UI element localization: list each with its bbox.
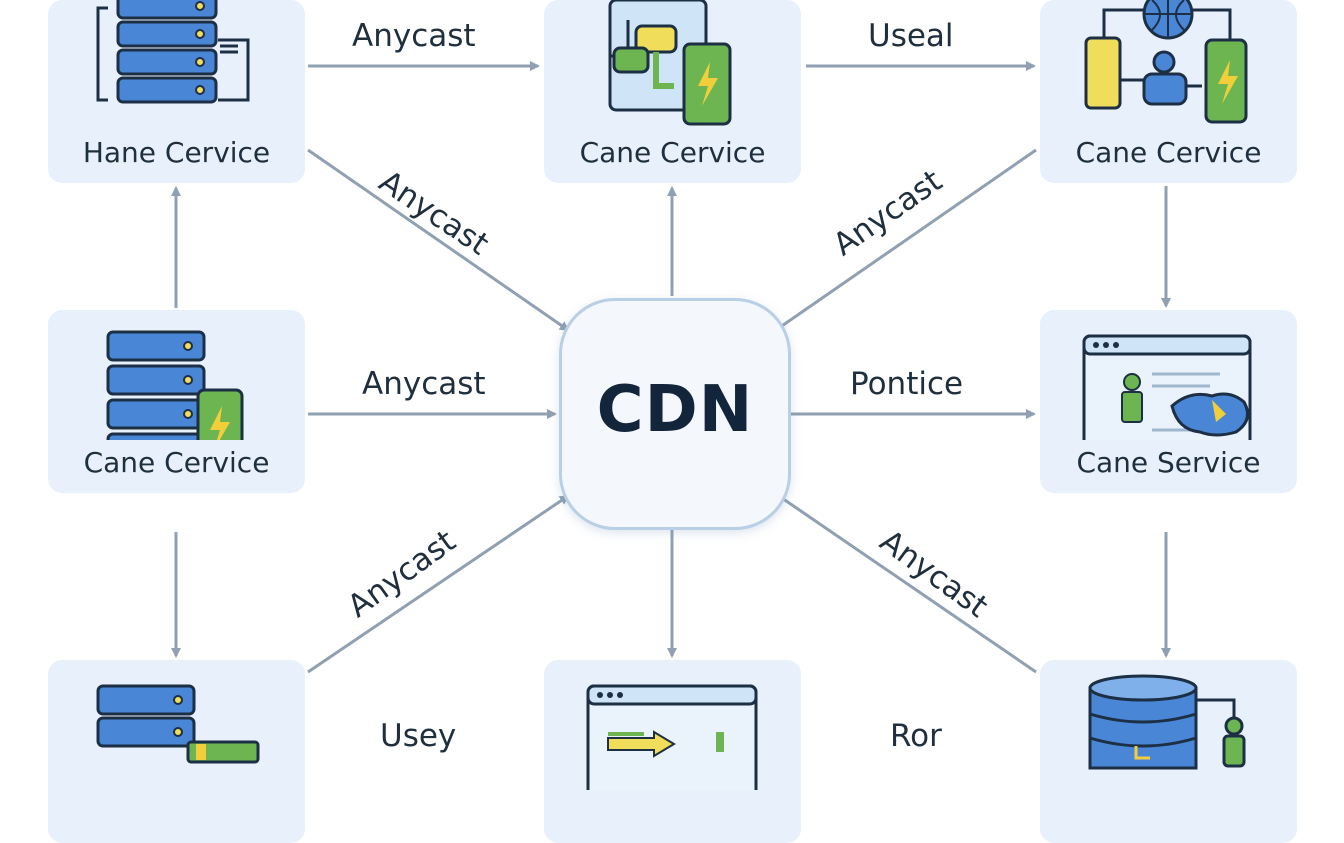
edge-label-top-left: Anycast: [352, 18, 476, 54]
browser-map-icon: [1082, 334, 1252, 440]
node-label: Cane Cervice: [579, 136, 766, 169]
node-label: Cane Cervice: [83, 446, 270, 479]
database-icon: [1088, 674, 1246, 770]
cdn-label: CDN: [596, 373, 754, 447]
cdn-hub[interactable]: CDN: [559, 298, 791, 530]
node-cane-cervice-top[interactable]: Cane Cervice: [544, 0, 801, 183]
edge-label-top-right: Useal: [868, 18, 954, 54]
node-hane-cervice[interactable]: Hane Cervice: [48, 0, 305, 183]
edge-label-bottom-left: Usey: [380, 718, 457, 754]
server-mobile-icon: [106, 330, 244, 440]
edge-label-bottom-right: Ror: [890, 718, 942, 754]
node-label: Hane Cervice: [82, 136, 271, 169]
edge-label-mid-left: Anycast: [362, 366, 486, 402]
edge-label-mid-right: Pontice: [850, 366, 964, 402]
browser-chart-icon: [586, 684, 758, 790]
server-stack-icon: [96, 0, 250, 104]
node-bottom-right[interactable]: [1040, 660, 1297, 843]
node-bottom-left[interactable]: [48, 660, 305, 843]
node-cane-cervice-top-right[interactable]: Cane Cervice: [1040, 0, 1297, 183]
connection-arrows: [171, 61, 1171, 674]
node-label: Cane Cervice: [1075, 136, 1262, 169]
node-bottom-center[interactable]: [544, 660, 801, 843]
arrow-bottomright-to-cdn: [774, 492, 1037, 674]
arrow-topright-to-cdn: [774, 148, 1037, 332]
node-cane-service-mid-right[interactable]: Cane Service: [1040, 310, 1297, 493]
node-cane-cervice-mid-left[interactable]: Cane Cervice: [48, 310, 305, 493]
network-devices-icon: [608, 0, 732, 126]
arrow-hane-to-cdn: [307, 148, 570, 332]
globe-network-icon: [1084, 0, 1248, 124]
server-storage-icon: [96, 684, 260, 764]
arrow-bottomleft-to-cdn: [307, 494, 570, 674]
node-label: Cane Service: [1076, 446, 1261, 479]
